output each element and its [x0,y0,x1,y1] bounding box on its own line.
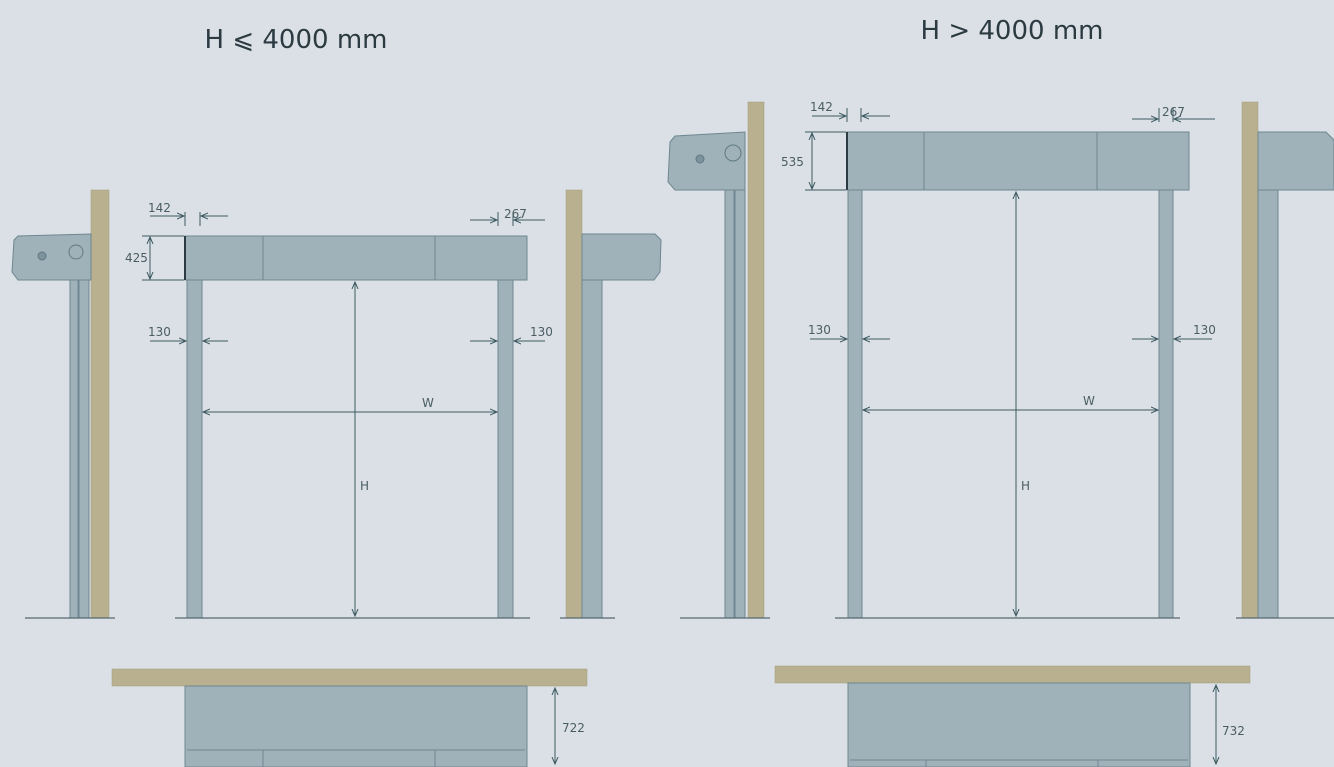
right-side-view [667,101,770,619]
left-side-wall [90,189,110,619]
left-guide-rail-left [186,279,203,619]
left-dim-142: 142 [148,201,171,215]
left-side-head-housing [11,233,92,281]
left-side-drum-icon [68,244,84,260]
right-top-view: 732 [774,665,1251,767]
right-dim-h: H [1021,479,1030,493]
left-dim-425: 425 [125,251,148,265]
left-dim-h: H [360,479,369,493]
right-head-box [846,131,1190,191]
right-opposite-rail [1257,189,1279,619]
left-dim-w: W [422,396,434,410]
right-side-drum-icon [724,144,742,162]
left-head-box [184,235,528,281]
right-guide-rail-right [1158,189,1174,619]
left-side-rail-outer [69,269,79,619]
right-side-rail-inner [734,179,746,619]
left-top-view: 722 [111,668,588,767]
right-dim-142: 142 [810,100,833,114]
left-opposite-wall [565,189,583,619]
left-side-view [11,189,115,619]
right-dim-267: 267 [1162,105,1185,119]
right-guide-rail-left [847,189,863,619]
left-front-view: 142 267 425 130 130 W H [125,201,553,619]
right-front-view: 142 267 535 130 130 W H [781,100,1216,619]
title-large-door: H > 4000 mm [921,16,1104,46]
right-side-motor-icon [695,154,705,164]
right-opposite-head [1257,131,1334,191]
right-side-rail-outer [724,179,735,619]
right-top-view-lintel [774,665,1251,684]
left-dim-130-right: 130 [530,325,553,339]
right-dim-535: 535 [781,155,804,169]
left-opposite-head [581,233,662,281]
left-dim-722: 722 [562,721,585,735]
left-top-view-lintel [111,668,588,687]
right-top-view-box [847,682,1191,767]
left-side-rail-inner [78,269,90,619]
right-dim-732: 732 [1222,724,1245,738]
left-guide-rail-right [497,279,514,619]
left-dim-267: 267 [504,207,527,221]
left-opposite-rail [581,279,603,619]
left-top-view-box [184,685,528,767]
right-opposite-side-view [1236,101,1334,619]
right-dim-130-left: 130 [808,323,831,337]
left-opposite-side-view [560,189,662,619]
right-side-head-housing [667,131,746,191]
title-small-door: H ⩽ 4000 mm [205,25,388,55]
right-dim-w: W [1083,394,1095,408]
left-side-motor-icon [37,251,47,261]
left-dim-130-left: 130 [148,325,171,339]
right-side-wall [747,101,765,619]
right-opposite-wall [1241,101,1259,619]
right-dim-130-right: 130 [1193,323,1216,337]
